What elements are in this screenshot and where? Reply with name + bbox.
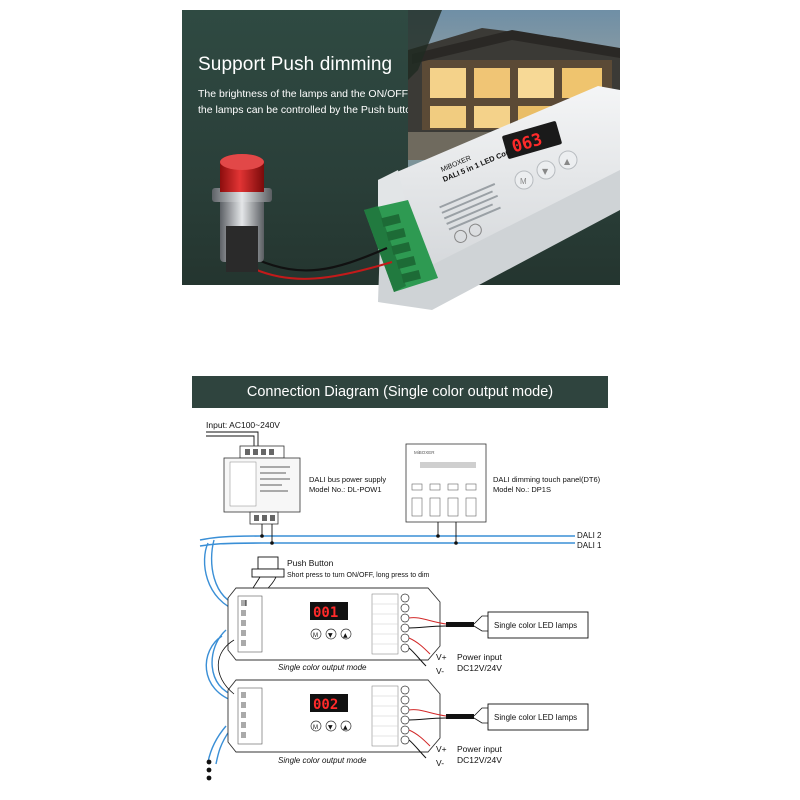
svg-text:▲: ▲ bbox=[343, 632, 348, 639]
controller-1-vminus: V- bbox=[436, 666, 444, 676]
continuation-dots bbox=[206, 759, 212, 781]
product-buttons: M ▼ ▲ bbox=[514, 150, 578, 190]
controller-1-power-value: DC12V/24V bbox=[457, 663, 502, 673]
controller-product: MiBOXER DALI 5 in 1 LED Controller ( DT8… bbox=[364, 86, 620, 310]
diagram-header: Connection Diagram (Single color output … bbox=[192, 376, 608, 408]
svg-text:M: M bbox=[313, 725, 318, 731]
svg-text:M: M bbox=[520, 177, 527, 186]
power-supply-name: DALI bus power supply bbox=[309, 475, 386, 484]
svg-text:MiBOXER: MiBOXER bbox=[414, 450, 435, 455]
input-label: Input: AC100~240V bbox=[206, 420, 280, 430]
push-button-photo bbox=[212, 154, 272, 272]
svg-text:▼: ▼ bbox=[542, 167, 549, 176]
svg-text:M: M bbox=[313, 633, 318, 639]
lamp-label-1: Single color LED lamps bbox=[494, 621, 577, 630]
controller-1-mode: Single color output mode bbox=[278, 663, 367, 672]
dali-power-supply bbox=[223, 445, 301, 525]
controller-2-display: 002 bbox=[313, 697, 338, 713]
svg-text:▲: ▲ bbox=[343, 724, 348, 731]
dali1-label: DALI 1 bbox=[577, 541, 602, 550]
push-button-title: Push Button bbox=[287, 558, 334, 568]
dali2-label: DALI 2 bbox=[577, 531, 602, 540]
svg-text:▲: ▲ bbox=[564, 157, 571, 166]
push-button-desc: Short press to turn ON/OFF, long press t… bbox=[287, 572, 430, 579]
controller-1: 001 M ▼ ▲ bbox=[227, 587, 441, 661]
controller-2-power-value: DC12V/24V bbox=[457, 755, 502, 765]
controller-2-vplus: V+ bbox=[436, 744, 447, 754]
svg-text:▼: ▼ bbox=[328, 724, 333, 731]
power-supply-model: Model No.: DL-POW1 bbox=[309, 485, 382, 494]
lamp-label-2: Single color LED lamps bbox=[494, 713, 577, 722]
controller-1-display: 001 bbox=[313, 605, 338, 621]
controller-2-vminus: V- bbox=[436, 758, 444, 768]
controller-1-power-title: Power input bbox=[457, 652, 503, 662]
svg-text:▼: ▼ bbox=[328, 632, 333, 639]
panel-model: Model No.: DP1S bbox=[493, 485, 551, 494]
panel-name: DALI dimming touch panel(DT6) bbox=[493, 475, 601, 484]
controller-2-power-title: Power input bbox=[457, 744, 503, 754]
connection-diagram: Input: AC100~240V DALI bus power supply … bbox=[199, 420, 602, 781]
controller-2: 002 M ▼ ▲ bbox=[227, 679, 441, 753]
controller-1-vplus: V+ bbox=[436, 652, 447, 662]
hero-title: Support Push dimming bbox=[198, 54, 393, 75]
dali-touch-panel: MiBOXER bbox=[405, 443, 487, 523]
dali-bus bbox=[199, 522, 575, 547]
hero-description: The brightness of the lamps and the ON/O… bbox=[198, 88, 420, 116]
product-illustration: MiBOXER DALI 5 in 1 LED Controller ( DT8… bbox=[212, 10, 620, 310]
controller-2-mode: Single color output mode bbox=[278, 756, 367, 765]
